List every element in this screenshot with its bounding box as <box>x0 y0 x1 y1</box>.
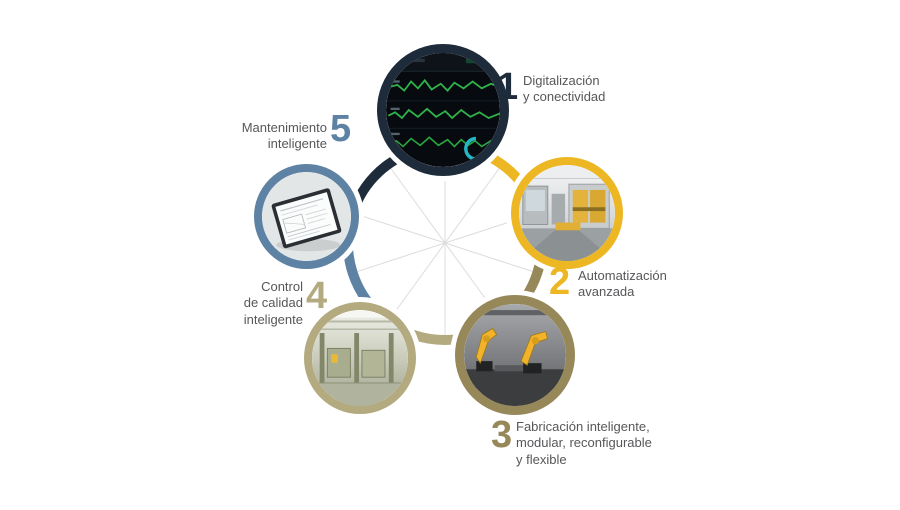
step-5-number: 5 <box>330 108 352 150</box>
center-spokes <box>352 146 538 340</box>
step-5-circle <box>254 164 359 269</box>
step-5-label: Mantenimiento inteligente <box>241 120 327 152</box>
step-2-circle <box>511 157 623 269</box>
step-3-circle <box>455 295 575 415</box>
step-1-label: Digitalización y conectividad <box>523 73 606 105</box>
step-3-label: Fabricación inteligente, modular, reconf… <box>516 419 652 467</box>
step-2-label: Automatización avanzada <box>578 268 667 300</box>
step-1-circle <box>377 44 509 176</box>
step-4-label: Control de calidad inteligente <box>243 279 303 327</box>
step-2-number: 2 <box>549 261 571 303</box>
maintenance-tablet-image <box>262 172 351 261</box>
step-4-circle <box>304 302 416 414</box>
industrial-robots-image <box>464 304 566 406</box>
step-4-number: 4 <box>306 275 328 317</box>
monitoring-dashboard-image <box>386 53 500 167</box>
factory-interior-image <box>312 310 408 406</box>
step-3-number: 3 <box>491 414 513 456</box>
step-1-number: 1 <box>497 66 519 108</box>
automated-factory-image <box>519 165 615 261</box>
